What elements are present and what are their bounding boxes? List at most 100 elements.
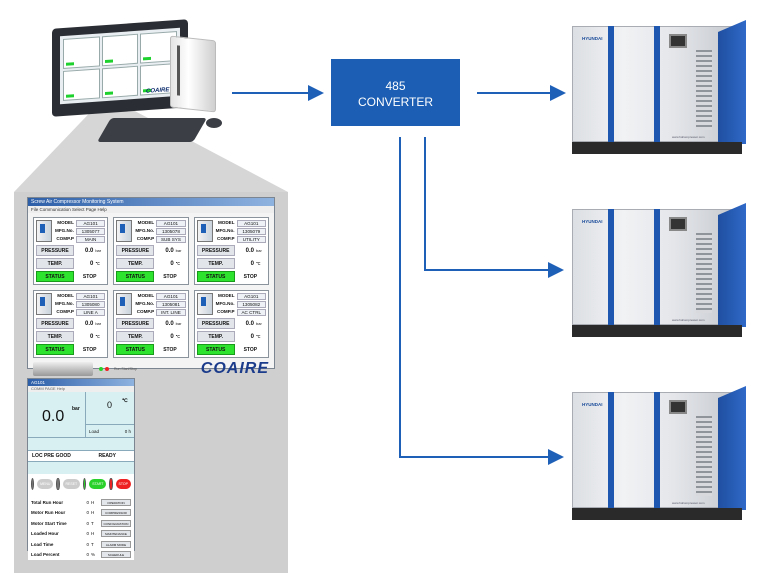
stat-unit: H [91, 510, 95, 516]
compressor-base [572, 142, 742, 154]
converter-line1: 485 [385, 79, 406, 93]
stat-row: Motor Start Time 0 T CONFIGURATION [31, 518, 131, 529]
compressor-icon [196, 220, 213, 242]
app-title: Screw Air Compressor Monitoring System [28, 198, 274, 206]
mfg-label: MFG.No. [55, 301, 74, 306]
temperature-display: 0 ℃ [86, 392, 134, 425]
comp-label: COMP.P [217, 309, 235, 314]
mfg-label: MFG.No. [215, 228, 235, 233]
stat-button[interactable]: COMPRESSOR [101, 509, 131, 517]
state-value: STOP [163, 273, 177, 280]
stat-value: 0 [86, 510, 89, 516]
temp-unit: ℃ [256, 261, 261, 266]
temp-label: TEMP. [116, 258, 155, 269]
stat-unit: T [91, 541, 94, 547]
run-stats-list: Total Run Hour 0 H OPERATION Motor Run H… [28, 493, 134, 560]
detail-window: AG101 COMM PAGE Help 0.0 bar 0 ℃ Load 0 … [27, 378, 135, 560]
compressor-unit-card[interactable]: MODEL AG101 MFG.No. 1305081 COMP.P INT. … [113, 290, 189, 358]
stat-button[interactable]: MAINTENANCE [101, 530, 131, 538]
model-value: AG101 [156, 293, 186, 300]
pressure-unit: bar [175, 321, 182, 326]
stat-button[interactable]: OPERATION [101, 498, 131, 506]
compressor-unit-card[interactable]: MODEL AG101 MFG.No. 1305080 COMP.P LINE … [33, 290, 109, 358]
pressure-value: 0.0 [165, 320, 174, 327]
stat-row: Motor Run Hour 0 H COMPRESSOR [31, 508, 131, 519]
pressure-value: 0.0 [245, 320, 254, 327]
arrow-converter-to-compressor-2 [424, 137, 564, 278]
red-dot-icon [105, 367, 109, 371]
pressure-value: 0.0 [42, 408, 65, 425]
reset-button[interactable]: RESET [62, 478, 81, 489]
menu-circle-icon [31, 477, 35, 490]
model-label: MODEL [57, 293, 74, 298]
stat-button[interactable]: SCHEDULE [101, 551, 131, 559]
state-value: STOP [163, 346, 177, 353]
pressure-unit: bar [175, 248, 182, 253]
model-label: MODEL [137, 293, 155, 298]
ready-status: READY [98, 453, 116, 459]
vent-grille [696, 233, 712, 313]
pressure-label: PRESSURE [196, 245, 235, 256]
comp-label: COMP.P [136, 236, 155, 241]
control-panel-screen [669, 34, 687, 48]
temp-value: 0 [250, 260, 254, 267]
stop-circle-icon [109, 477, 113, 490]
control-panel-screen [669, 400, 687, 414]
compressor-website: www.hdcompressor.com [672, 501, 705, 505]
detail-menu[interactable]: COMM PAGE Help [28, 386, 134, 392]
stat-button[interactable]: CONFIGURATION [101, 519, 131, 527]
compressor-icon [36, 293, 52, 315]
pressure-value: 0.0 [84, 320, 94, 327]
stop-button[interactable]: STOP [115, 478, 131, 489]
compressor-brand: HYUNDAI [582, 402, 603, 407]
control-panel-screen [669, 217, 687, 231]
compressor-base [572, 325, 742, 337]
status-flags: LOC PRE GOOD [32, 453, 71, 459]
pressure-value: 0.0 [245, 247, 254, 254]
compressor-icon [196, 293, 213, 315]
status-button[interactable]: STATUS [116, 344, 155, 355]
compressor-unit-card[interactable]: MODEL AG101 MFG.No. 1305082 COMP.P AC CT… [193, 290, 269, 358]
mouse [206, 118, 222, 128]
status-button[interactable]: STATUS [36, 271, 74, 282]
load-value: 0 h [124, 428, 131, 434]
status-button[interactable]: STATUS [116, 271, 155, 282]
unit-grid: MODEL AG101 MFG.No. 1305077 COMP.P MAIN … [28, 213, 274, 360]
converter-line2: CONVERTER [357, 95, 434, 109]
status-button[interactable]: STATUS [196, 271, 235, 282]
coaire-logo: COAIRE [200, 360, 269, 377]
temp-unit: ℃ [95, 261, 100, 266]
mfg-value: 1305081 [156, 301, 186, 308]
compressor-base [572, 508, 742, 520]
pressure-unit: bar [95, 248, 102, 253]
temp-value: 0 [89, 333, 94, 340]
stat-unit: H [91, 531, 95, 537]
compressor-unit-card[interactable]: MODEL AG101 MFG.No. 1305077 COMP.P MAIN … [33, 217, 109, 285]
comp-value: LINE A [75, 309, 106, 316]
detail-title: AG101 [28, 379, 134, 386]
comp-label: COMP.P [136, 309, 155, 314]
start-button[interactable]: START [89, 478, 107, 489]
pressure-label: PRESSURE [196, 318, 235, 329]
compressor-unit-card[interactable]: MODEL AG101 MFG.No. 1305078 COMP.P SUB S… [113, 217, 189, 285]
menu-button[interactable]: MENU [37, 478, 54, 489]
app-menu[interactable]: File Communication Select Page Help [28, 206, 274, 213]
pressure-unit: bar [256, 321, 262, 326]
comp-label: COMP.P [217, 236, 235, 241]
air-compressor: HYUNDAI www.hdcompressor.com [568, 203, 746, 337]
model-value: AG101 [236, 220, 266, 227]
status-button[interactable]: STATUS [196, 344, 235, 355]
stat-row: Load Time 0 T ALARM MODE [31, 539, 131, 550]
compressor-unit-card[interactable]: MODEL AG101 MFG.No. 1305079 COMP.P UTILI… [193, 217, 269, 285]
temperature-unit: ℃ [122, 398, 128, 404]
stat-row: Loaded Hour 0 H MAINTENANCE [31, 529, 131, 540]
status-dots: Run Start/Stop [99, 367, 137, 371]
pressure-label: PRESSURE [116, 318, 155, 329]
pressure-label: PRESSURE [36, 245, 74, 256]
stat-button[interactable]: ALARM MODE [101, 540, 131, 548]
stat-name: Motor Run Hour [31, 510, 66, 516]
stat-unit: H [91, 499, 95, 505]
stat-value: 0 [86, 520, 89, 526]
comp-label: COMP.P [56, 236, 74, 241]
status-button[interactable]: STATUS [36, 344, 74, 355]
